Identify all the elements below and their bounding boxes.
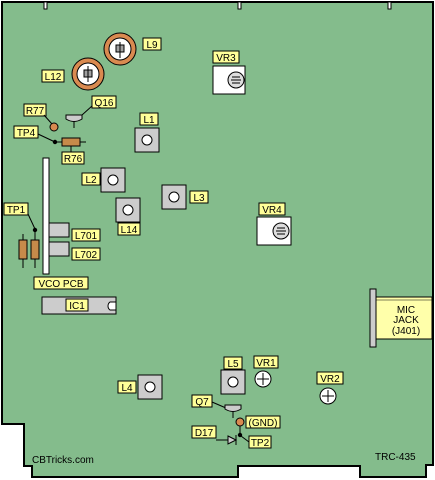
top-notch-2 <box>237 1 242 10</box>
tp4-label: TP4 <box>13 125 39 139</box>
l701-label: L701 <box>71 228 101 242</box>
svg-text:R77: R77 <box>26 106 45 117</box>
svg-text:R76: R76 <box>64 154 83 165</box>
model-label: TRC-435 <box>375 452 416 463</box>
vr3-trimpot <box>212 65 246 95</box>
gnd-pad <box>235 417 245 427</box>
d17-label: D17 <box>191 425 217 439</box>
vr1-trimpot <box>254 370 272 388</box>
tp4-leader <box>37 133 56 143</box>
vr4-trimpot <box>256 216 292 246</box>
l14-coil <box>115 197 141 223</box>
l12-label: L12 <box>41 69 65 83</box>
svg-text:L701: L701 <box>75 231 98 242</box>
svg-text:TP4: TP4 <box>17 128 36 139</box>
mic-jack: MIC JACK (J401) <box>369 288 433 348</box>
svg-text:L1: L1 <box>143 115 155 126</box>
tp1-leader <box>27 213 36 230</box>
svg-text:VCO PCB: VCO PCB <box>38 279 83 290</box>
l4-label: L4 <box>117 380 137 394</box>
l5-coil <box>220 369 246 395</box>
vco-pcb-label: VCO PCB <box>33 276 89 290</box>
svg-text:VR2: VR2 <box>320 374 340 385</box>
tp2-label-leader <box>240 435 250 443</box>
mic-jack-line-3: (J401) <box>392 326 420 337</box>
l1-coil <box>134 127 160 153</box>
svg-text:VR4: VR4 <box>262 205 282 216</box>
tp2-label: TP2 <box>248 435 272 449</box>
l1-label: L1 <box>139 112 159 126</box>
tp1-resistors <box>18 230 40 268</box>
svg-text:TP1: TP1 <box>7 205 26 216</box>
ic1-label: IC1 <box>65 298 89 312</box>
svg-text:L4: L4 <box>121 383 133 394</box>
top-notch-3 <box>387 1 392 10</box>
svg-text:VR3: VR3 <box>216 53 236 64</box>
vr2-label: VR2 <box>316 371 344 385</box>
l4-coil <box>137 374 163 400</box>
l3-label: L3 <box>189 190 209 204</box>
l5-label: L5 <box>223 356 243 370</box>
svg-text:L5: L5 <box>227 359 239 370</box>
svg-text:L9: L9 <box>146 40 158 51</box>
svg-text:Q7: Q7 <box>195 397 209 408</box>
vr1-label: VR1 <box>253 355 279 369</box>
l3-coil <box>161 184 187 210</box>
svg-text:L3: L3 <box>193 193 205 204</box>
l2-label: L2 <box>81 172 101 186</box>
vr4-label: VR4 <box>258 202 286 216</box>
mic-jack-line-2: JACK <box>393 315 419 326</box>
l12-coil <box>71 57 105 91</box>
r76-label: R76 <box>61 151 85 165</box>
svg-text:L12: L12 <box>45 72 62 83</box>
mic-jack-line-1: MIC <box>397 305 415 316</box>
q7-transistor <box>224 404 242 418</box>
svg-text:IC1: IC1 <box>69 301 85 312</box>
q16-transistor <box>65 105 93 128</box>
l701-coil <box>48 222 70 238</box>
r77-resistor <box>49 122 59 132</box>
r77-label: R77 <box>23 103 47 117</box>
q16-label: Q16 <box>91 95 117 109</box>
svg-text:VR1: VR1 <box>256 358 276 369</box>
svg-text:Q16: Q16 <box>95 98 114 109</box>
site-credit: CBTricks.com <box>32 455 94 466</box>
l9-label: L9 <box>142 37 162 51</box>
r76-resistor <box>55 137 86 152</box>
svg-text:TP2: TP2 <box>251 438 270 449</box>
l2-coil <box>100 167 126 193</box>
tp1-label: TP1 <box>3 202 29 216</box>
l702-coil <box>48 241 70 257</box>
vr2-trimpot <box>319 387 337 405</box>
svg-text:L702: L702 <box>75 250 98 261</box>
svg-text:L14: L14 <box>121 225 138 236</box>
svg-text:D17: D17 <box>195 428 214 439</box>
l14-label: L14 <box>117 222 141 236</box>
q7-label: Q7 <box>191 394 213 408</box>
top-notch-1 <box>43 1 48 10</box>
r77-leader <box>43 114 53 125</box>
l702-label: L702 <box>71 247 101 261</box>
d17-diode <box>216 435 238 445</box>
l9-coil <box>103 32 137 66</box>
svg-text:L2: L2 <box>85 175 97 186</box>
q7-leader <box>211 401 227 409</box>
gnd-label: (GND) <box>245 415 281 429</box>
vr3-label: VR3 <box>212 50 240 64</box>
svg-text:(GND): (GND) <box>249 418 278 429</box>
vco-pcb-board <box>42 157 50 275</box>
